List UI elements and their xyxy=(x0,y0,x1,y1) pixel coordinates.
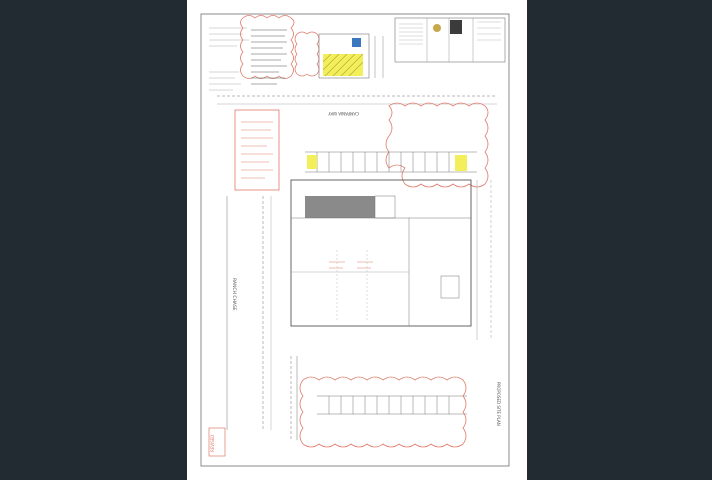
red-note-box xyxy=(234,109,280,191)
street-label-left: RANCH CHASE xyxy=(231,278,237,311)
drawing-border xyxy=(200,13,510,467)
revision-cloud-bottom xyxy=(299,376,467,448)
site-plan-drawing: CAMPANIA WAY RANCH CHASE xyxy=(200,13,510,467)
parking-row-top xyxy=(305,151,477,173)
office-wing xyxy=(305,196,375,218)
parking-row-bottom xyxy=(290,356,467,440)
accessible-symbol-icon xyxy=(352,38,361,47)
revision-cloud-right-top xyxy=(385,102,489,188)
accessible-bay-right xyxy=(455,155,467,171)
drawing-title: PROPOSED SITE PLAN xyxy=(496,382,501,426)
drawing-sheet: CAMPANIA WAY RANCH CHASE xyxy=(187,0,527,480)
general-notes xyxy=(209,27,249,91)
street-label-top: CAMPANIA WAY xyxy=(328,111,359,116)
company-logo xyxy=(450,20,462,34)
revision-cloud-notes xyxy=(240,15,295,79)
building-footprint xyxy=(290,179,472,327)
revision-tag: REVISED xyxy=(208,427,226,457)
title-block xyxy=(394,17,506,63)
company-emblem xyxy=(433,24,441,32)
svg-text:REVISED: REVISED xyxy=(210,435,215,452)
hatched-bay xyxy=(323,54,363,76)
revision-cloud-detail xyxy=(294,31,320,77)
accessible-bay-left xyxy=(307,155,317,169)
accessible-parking-detail xyxy=(318,33,384,79)
